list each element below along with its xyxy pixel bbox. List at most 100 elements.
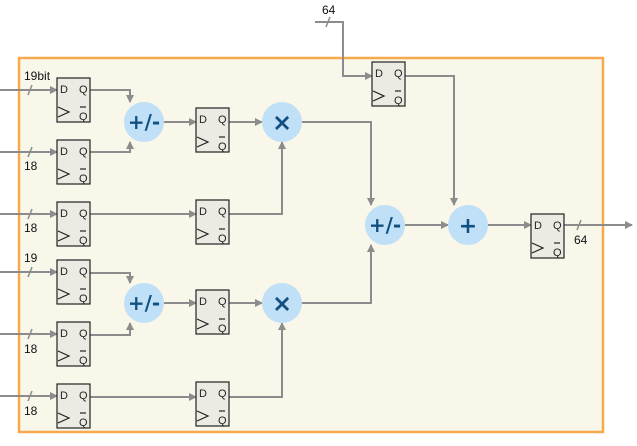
qbar-pin-label: Q bbox=[79, 293, 88, 305]
input-width-label-6: 18 bbox=[24, 404, 38, 418]
d-pin-label: D bbox=[60, 146, 68, 158]
q-pin-label: Q bbox=[79, 146, 88, 158]
multiplier-1: × bbox=[262, 102, 302, 142]
qbar-pin-label: Q bbox=[79, 235, 88, 247]
wire-reg1-to-addsub1 bbox=[90, 89, 134, 103]
q-pin-label: Q bbox=[79, 208, 88, 220]
wire-mult2-to-addsub3 bbox=[302, 244, 375, 304]
d-pin-label: D bbox=[199, 296, 207, 308]
clock-triangle-icon bbox=[196, 228, 210, 240]
operator-circle bbox=[262, 102, 302, 142]
bus-width-slash-2 bbox=[27, 146, 33, 158]
q-pin-label: Q bbox=[79, 390, 88, 402]
qbar-pin-label: Q bbox=[218, 233, 227, 245]
clock-triangle-icon bbox=[372, 90, 386, 102]
d-pin-label: D bbox=[60, 208, 68, 220]
operator-symbol: +/- bbox=[128, 110, 160, 134]
clock-triangle-icon bbox=[57, 106, 71, 118]
bus-width-slash-6 bbox=[27, 390, 33, 402]
input-width-label-1: 19bit bbox=[24, 69, 51, 83]
clock-triangle-icon bbox=[196, 136, 210, 148]
operator-circle bbox=[262, 283, 302, 323]
bus-width-slash-top bbox=[325, 16, 331, 28]
wire-acc-reg-to-add bbox=[405, 75, 458, 206]
d-pin-label: D bbox=[60, 390, 68, 402]
d-pin-label: D bbox=[199, 206, 207, 218]
qbar-pin-label: Q bbox=[218, 323, 227, 335]
addsub-operator-1: +/- bbox=[124, 102, 164, 142]
operator-symbol: × bbox=[272, 109, 292, 137]
q-pin-label: Q bbox=[79, 266, 88, 278]
q-pin-label: Q bbox=[218, 296, 227, 308]
qbar-pin-label: Q bbox=[394, 95, 403, 107]
operator-symbol: +/- bbox=[128, 291, 160, 315]
clock-triangle-icon bbox=[196, 410, 210, 422]
multiplier-2: × bbox=[262, 283, 302, 323]
bus-width-slash-4 bbox=[27, 266, 33, 278]
wire-mult1-to-addsub3 bbox=[302, 121, 375, 206]
output-width-label: 64 bbox=[574, 233, 588, 247]
dsp-block-boundary bbox=[17, 56, 605, 434]
clock-triangle-icon bbox=[57, 288, 71, 300]
qbar-pin-label: Q bbox=[79, 173, 88, 185]
qbar-pin-label: Q bbox=[79, 355, 88, 367]
register-body bbox=[195, 289, 230, 335]
d-pin-label: D bbox=[375, 68, 383, 80]
clock-triangle-icon bbox=[57, 350, 71, 362]
wire-reg-to-mult2-b bbox=[229, 322, 286, 398]
clock-triangle-icon bbox=[57, 168, 71, 180]
wires bbox=[0, 16, 633, 402]
bus-width-slash-5 bbox=[27, 328, 33, 340]
q-pin-label: Q bbox=[218, 206, 227, 218]
q-pin-label: Q bbox=[218, 388, 227, 400]
q-pin-label: Q bbox=[218, 114, 227, 126]
clock-triangle-icon bbox=[57, 230, 71, 242]
register-body bbox=[195, 381, 230, 427]
d-pin-label: D bbox=[60, 84, 68, 96]
d-pin-label: D bbox=[199, 114, 207, 126]
operator-symbol: +/- bbox=[369, 213, 401, 237]
q-pin-label: Q bbox=[79, 84, 88, 96]
input-width-label-3: 18 bbox=[24, 221, 38, 235]
operator-symbol: × bbox=[272, 290, 292, 318]
input-width-label-4: 19 bbox=[24, 251, 38, 265]
q-pin-label: Q bbox=[394, 68, 403, 80]
q-pin-label: Q bbox=[553, 220, 562, 232]
operator-symbol: + bbox=[459, 214, 477, 239]
operator-circle bbox=[124, 102, 164, 142]
clock-triangle-icon bbox=[531, 242, 545, 254]
wire-top-input bbox=[315, 21, 373, 80]
qbar-pin-label: Q bbox=[218, 141, 227, 153]
qbar-pin-label: Q bbox=[79, 417, 88, 429]
d-pin-label: D bbox=[199, 388, 207, 400]
wire-reg4-to-addsub2 bbox=[90, 272, 134, 284]
operators: +/- × +/- × +/- + bbox=[124, 102, 488, 323]
wire-reg2-to-addsub1 bbox=[90, 141, 134, 153]
bus-width-slash-3 bbox=[27, 208, 33, 220]
clock-triangle-icon bbox=[57, 412, 71, 424]
qbar-pin-label: Q bbox=[79, 111, 88, 123]
wire-reg-to-mult1-b bbox=[229, 141, 286, 215]
wire-reg5-to-addsub2 bbox=[90, 322, 134, 336]
input-width-label-2: 18 bbox=[24, 159, 38, 173]
top-input-width-label: 64 bbox=[322, 3, 336, 17]
addsub-operator-3: +/- bbox=[365, 205, 405, 245]
d-pin-label: D bbox=[60, 266, 68, 278]
operator-circle bbox=[448, 205, 488, 245]
d-pin-label: D bbox=[60, 328, 68, 340]
addsub-operator-2: +/- bbox=[124, 283, 164, 323]
